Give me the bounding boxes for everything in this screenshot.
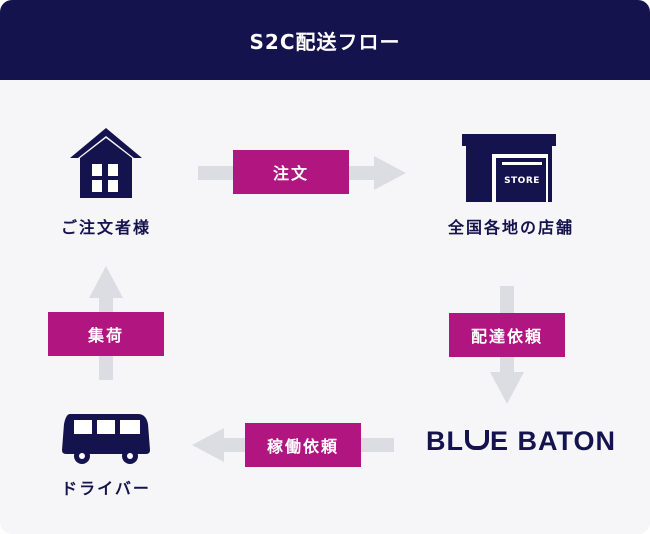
step-delivery-request: 配達依頼 xyxy=(449,313,565,357)
blue-baton-logo: BL E BATON xyxy=(426,426,616,457)
page-title: S2C配送フロー xyxy=(0,0,650,80)
house-icon xyxy=(70,128,142,198)
step-operation-request: 稼働依頼 xyxy=(245,423,361,467)
step-order: 注文 xyxy=(233,150,349,194)
van-icon xyxy=(62,414,150,464)
customer-label: ご注文者様 xyxy=(60,218,151,237)
brand-u-shape xyxy=(465,429,489,450)
brand-text-part2: E BATON xyxy=(490,426,617,456)
step-pickup: 集荷 xyxy=(48,312,164,356)
driver-label: ドライバー xyxy=(61,479,151,498)
stores-label: 全国各地の店舗 xyxy=(447,218,574,237)
brand-text-part1: BL xyxy=(426,426,464,456)
store-icon xyxy=(462,134,556,202)
store-sign: STORE xyxy=(504,176,540,186)
